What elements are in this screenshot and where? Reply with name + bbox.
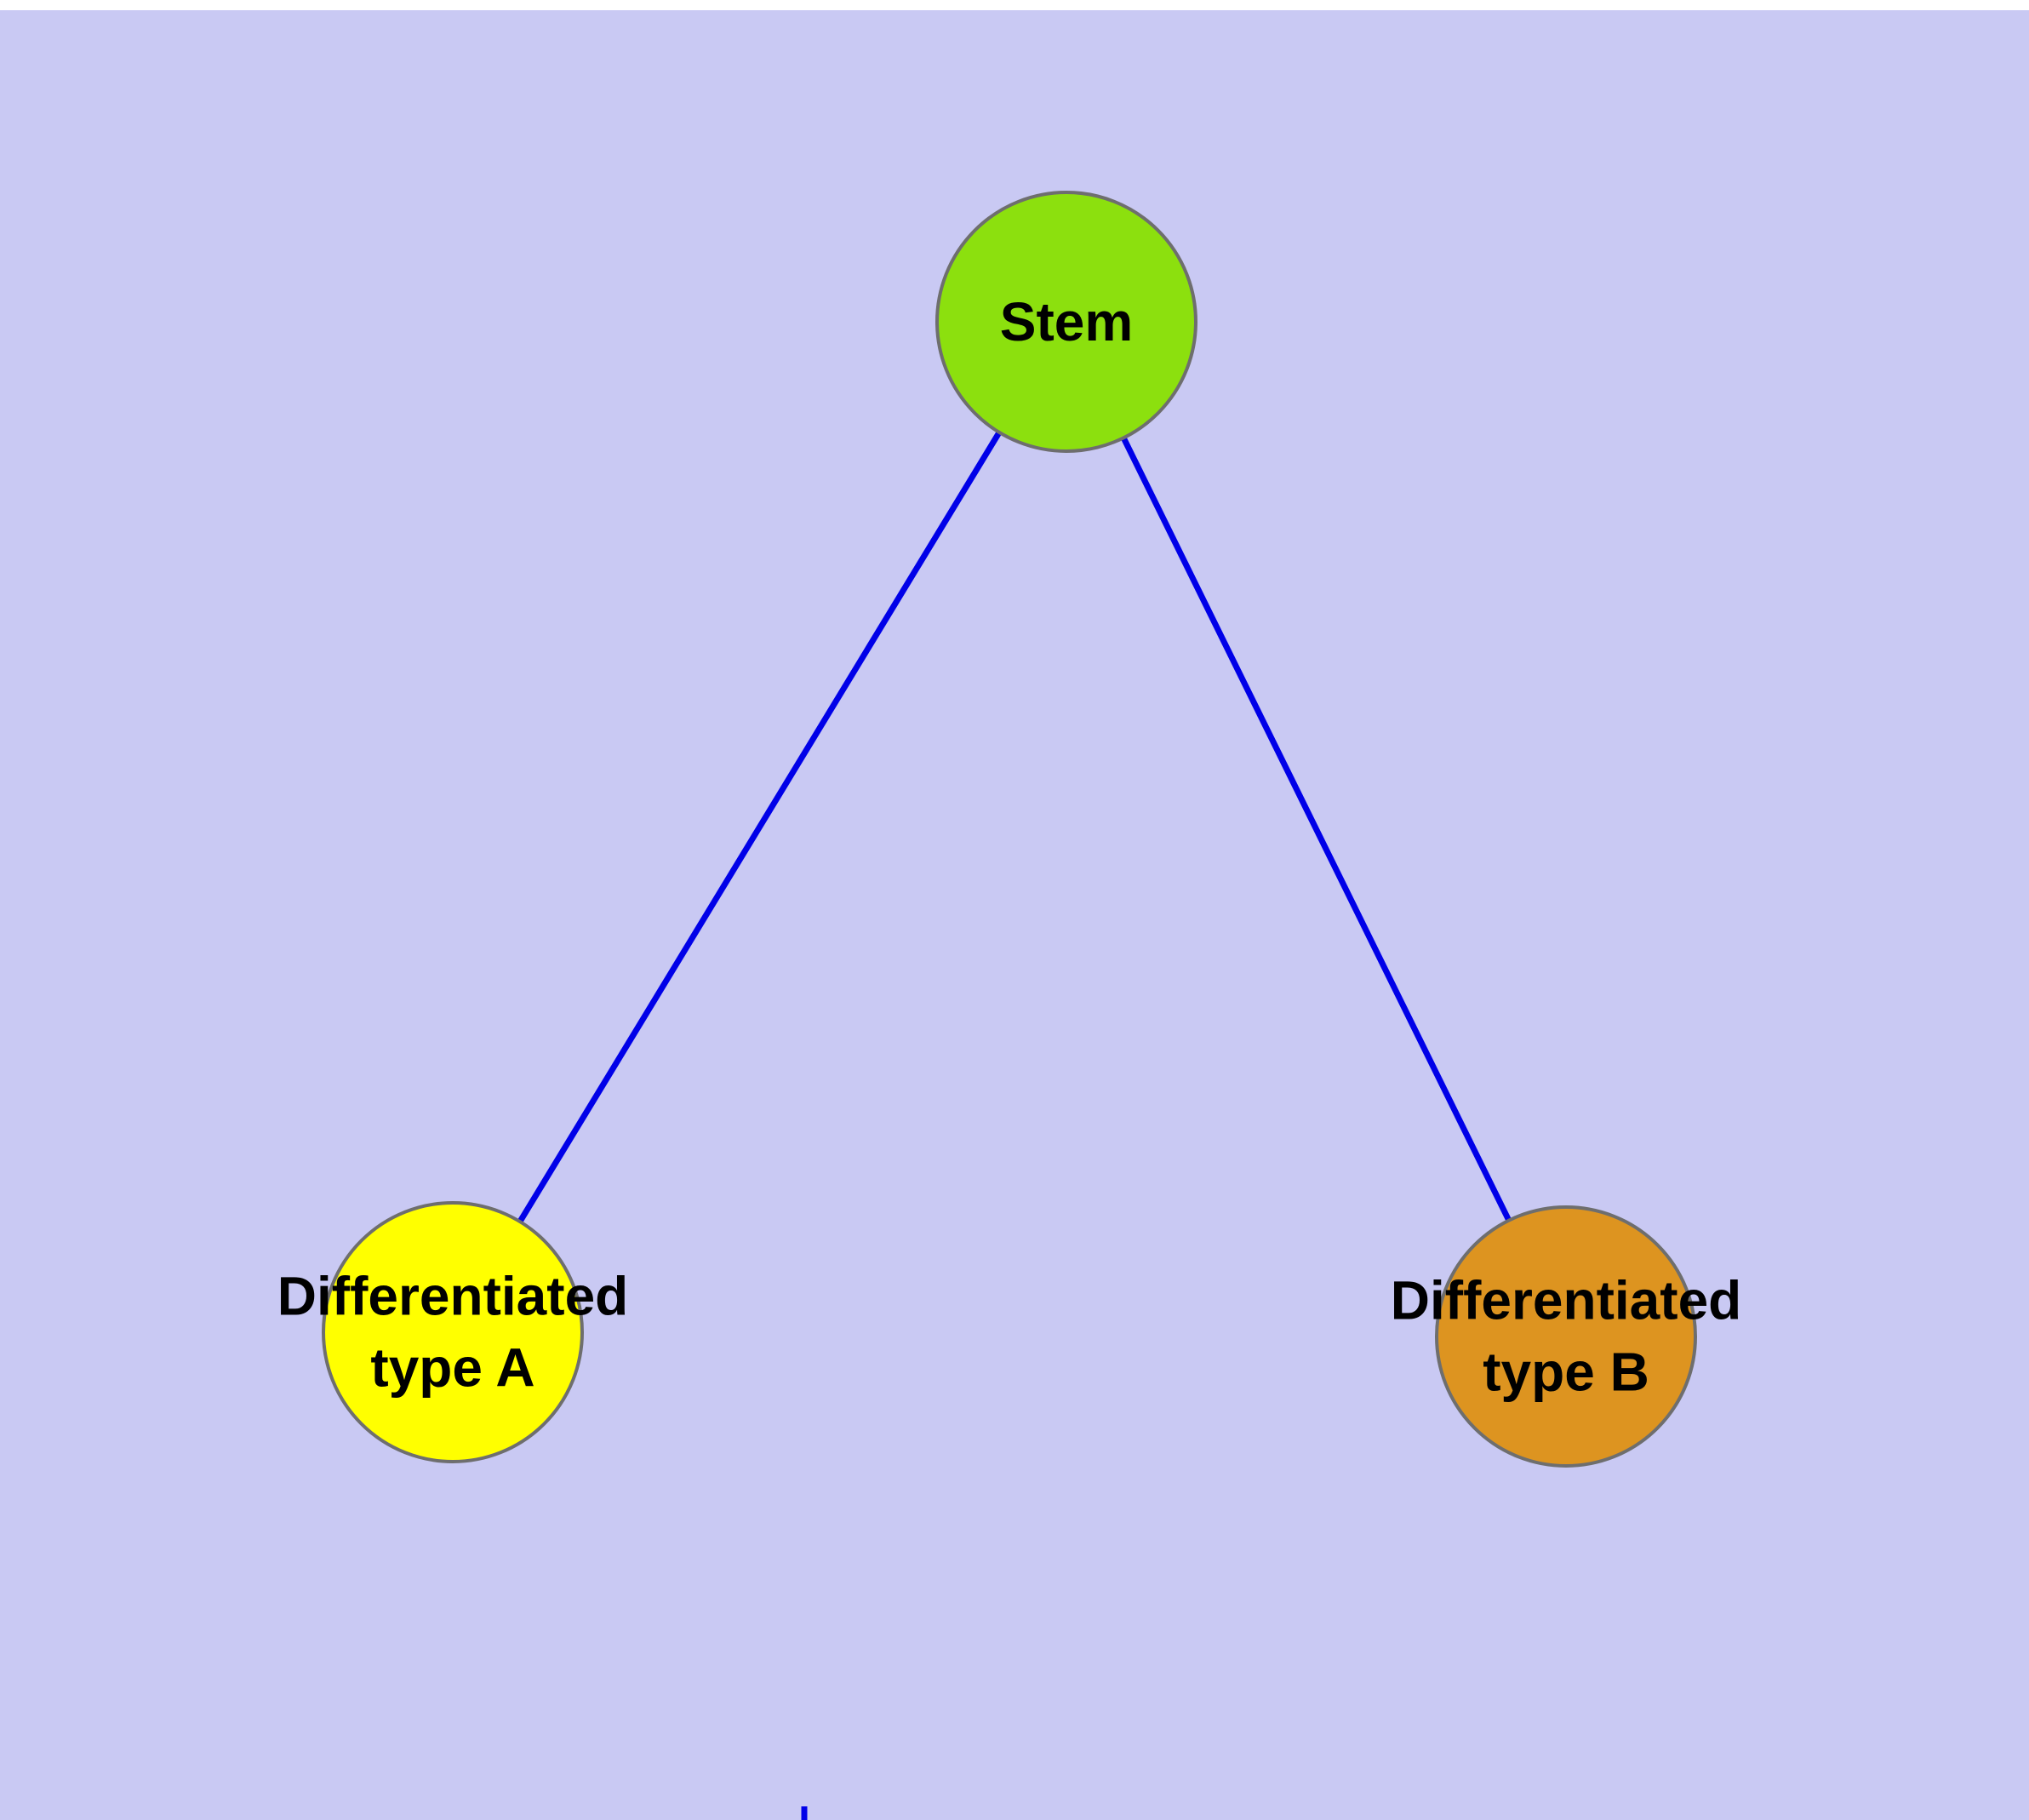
diagram-canvas: Stem Differentiated type A Differentiate… — [0, 10, 2029, 1820]
edges-layer — [450, 320, 1569, 1820]
edge-stem-to-type-a — [450, 320, 1069, 1334]
node-stem-label: Stem — [999, 290, 1134, 352]
node-differentiated-type-a-label: Differentiated type A — [277, 1265, 629, 1399]
edge-stem-to-type-b — [1063, 320, 1569, 1338]
top-margin-strip — [0, 0, 2029, 10]
node-differentiated-type-b-label: Differentiated type B — [1390, 1269, 1742, 1403]
node-differentiated-type-b: Differentiated type B — [1391, 1205, 1741, 1468]
node-stem: Stem — [935, 191, 1197, 453]
node-differentiated-type-a: Differentiated type A — [277, 1201, 628, 1463]
